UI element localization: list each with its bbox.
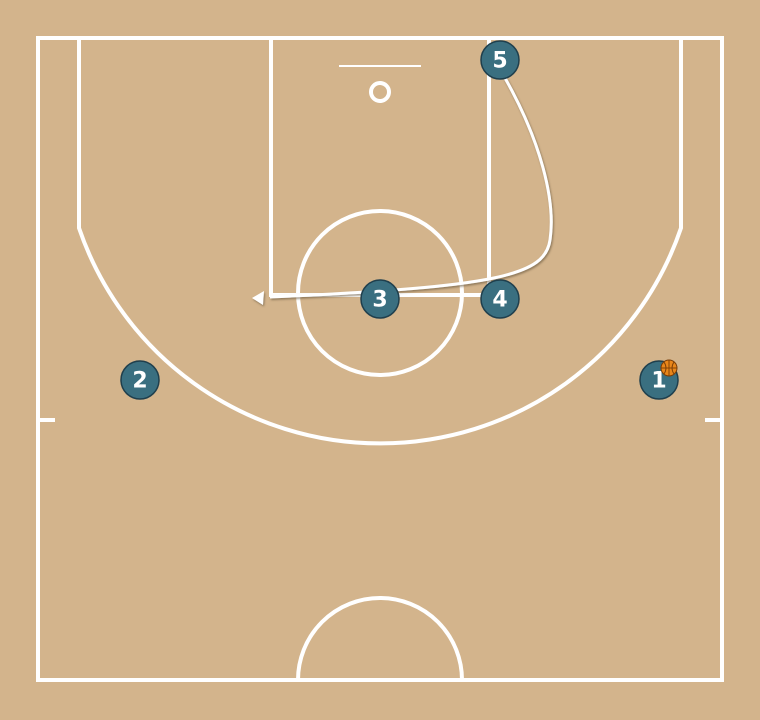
player-5: 5 — [480, 40, 520, 80]
player-marker — [360, 279, 400, 319]
free-throw-circle — [296, 209, 464, 377]
basketball-icon — [660, 359, 678, 377]
player-label: 3 — [372, 288, 387, 313]
player-label: 1 — [651, 369, 666, 394]
player-marker — [120, 360, 160, 400]
player-2: 2 — [120, 360, 160, 400]
center-circle — [296, 596, 464, 681]
arrow-head-icon — [252, 291, 264, 305]
player-label: 2 — [132, 369, 147, 394]
player-3: 3 — [360, 279, 400, 319]
cut-path — [269, 77, 553, 299]
paint-lane — [269, 38, 491, 297]
player-label: 4 — [492, 288, 507, 313]
player-4: 4 — [480, 279, 520, 319]
court-boundary — [36, 36, 724, 682]
players: 1 2 3 4 5 — [120, 40, 679, 400]
movement-arrow — [252, 77, 553, 305]
player-1: 1 — [639, 359, 679, 400]
three-point-line — [77, 38, 683, 446]
rim — [369, 81, 391, 103]
player-label: 5 — [492, 49, 507, 74]
player-marker — [480, 40, 520, 80]
player-marker — [480, 279, 520, 319]
